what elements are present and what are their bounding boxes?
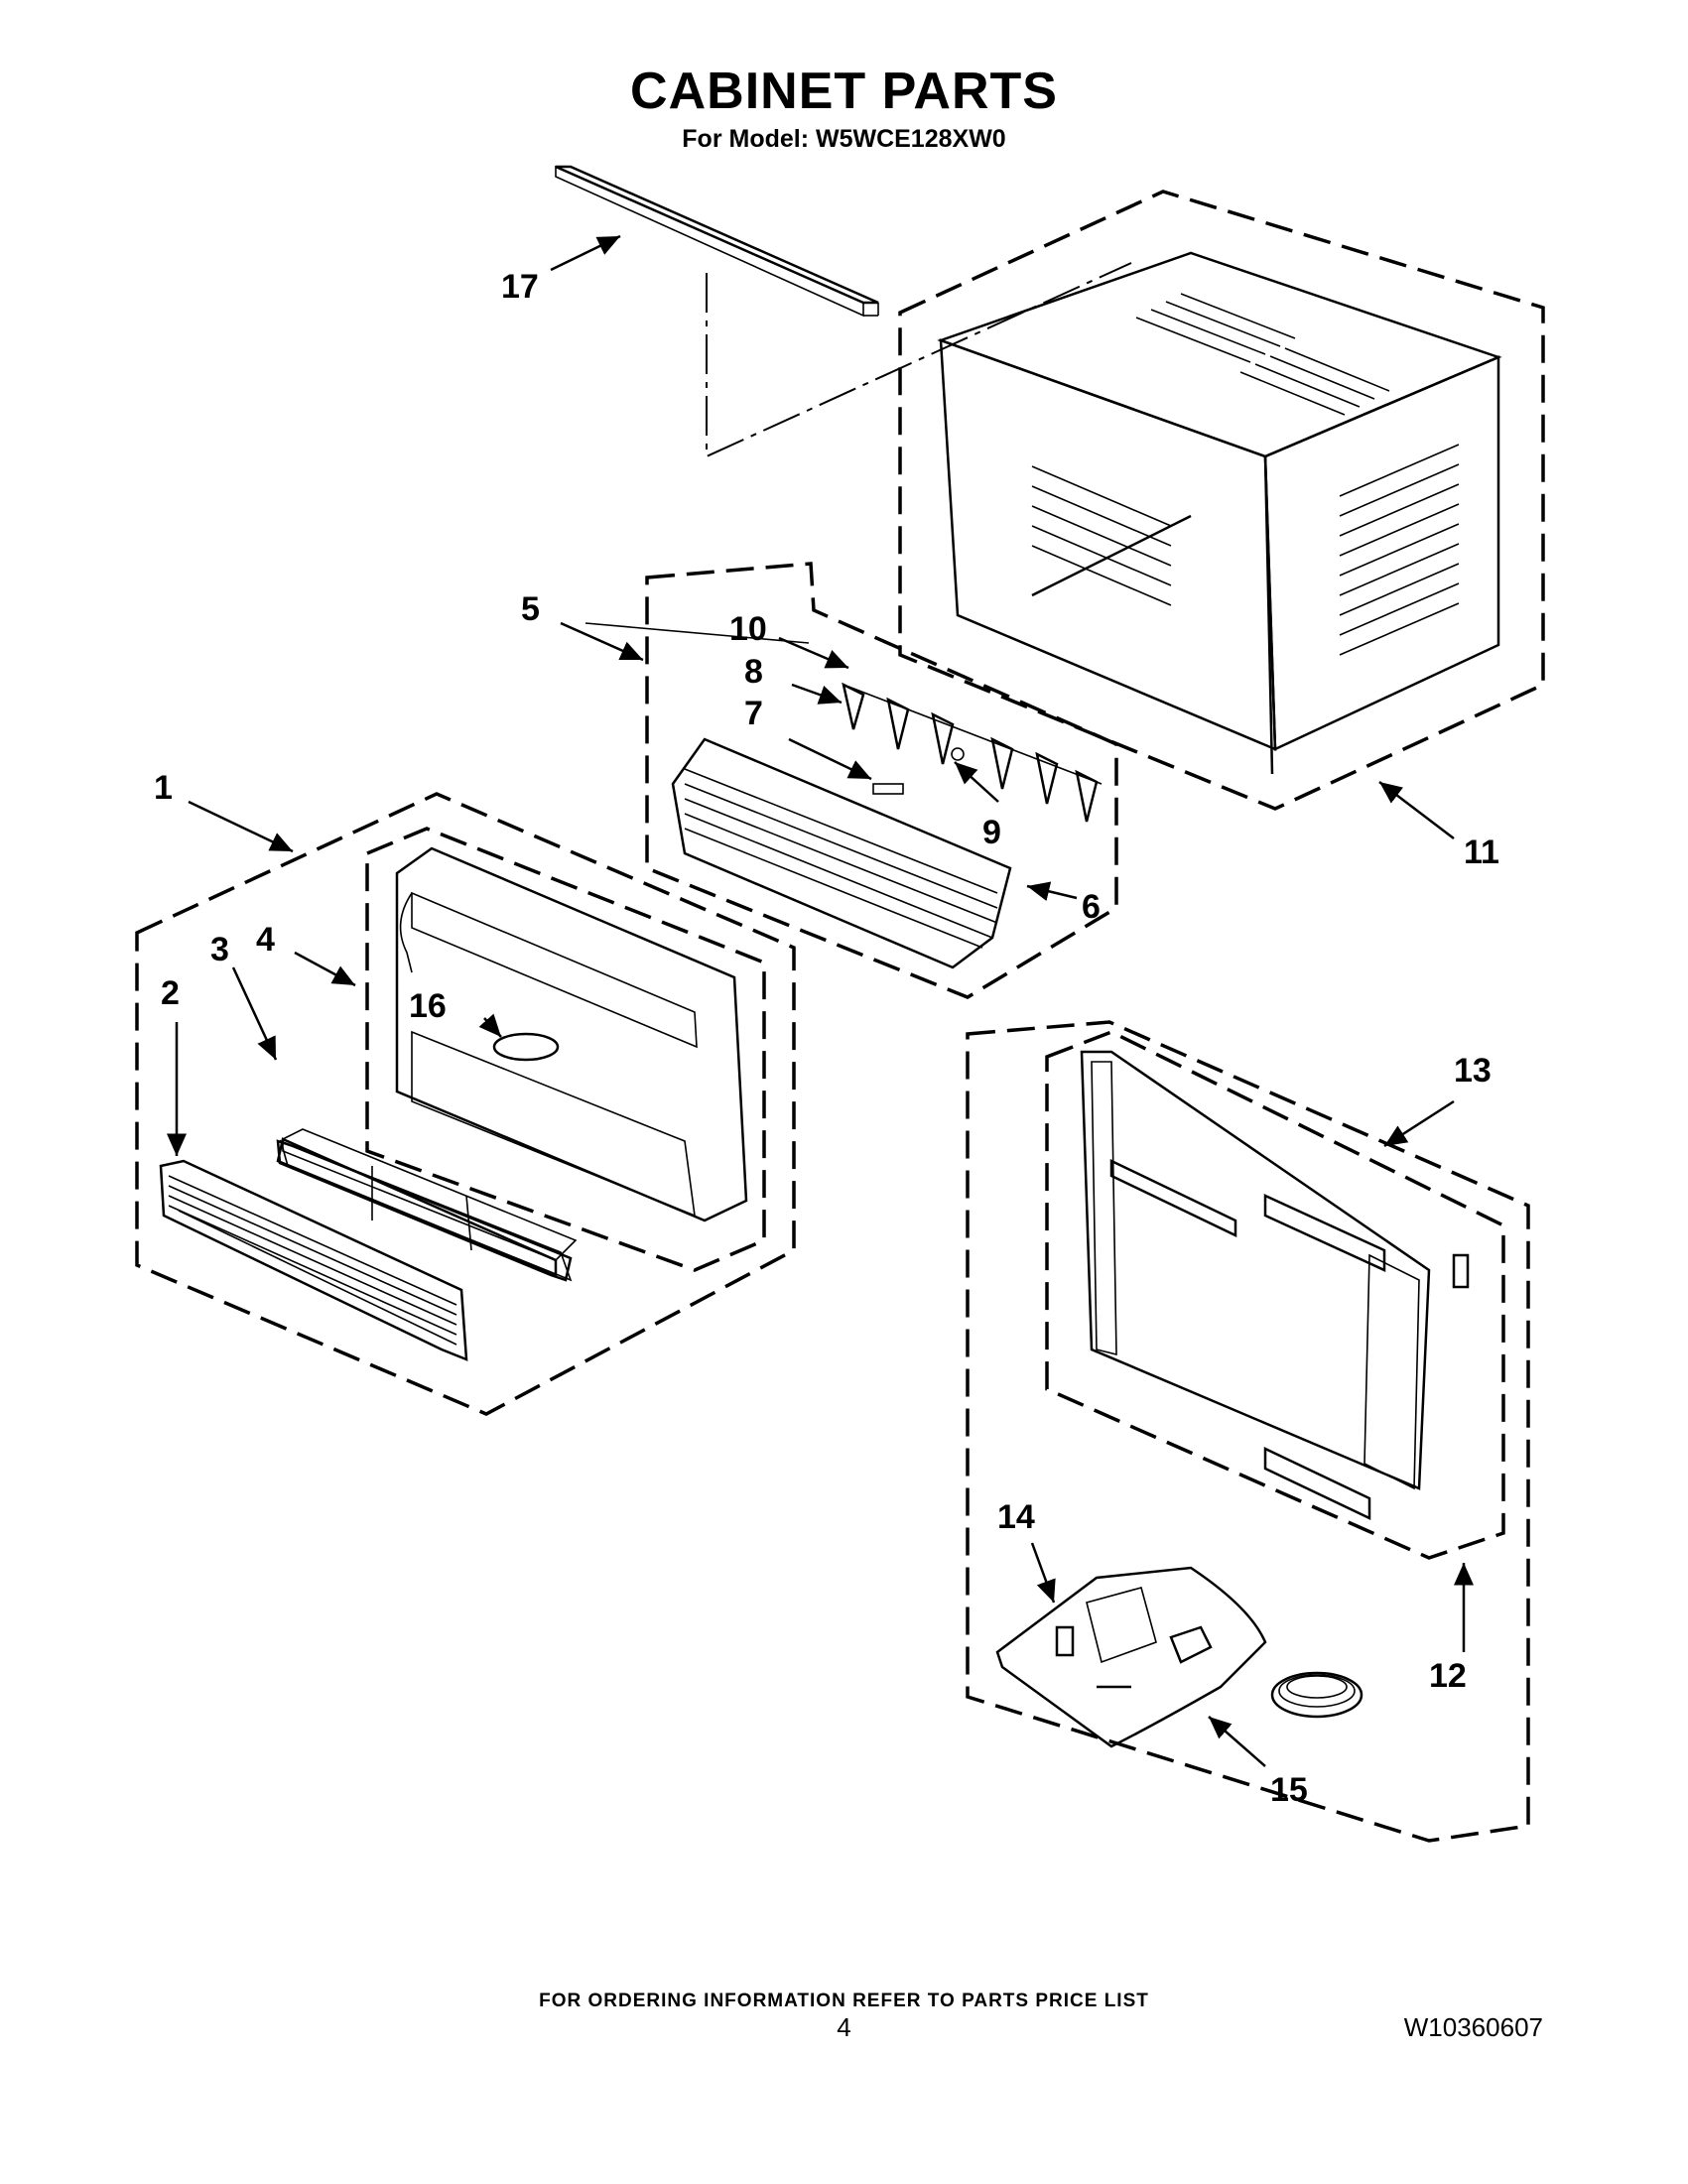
callout-11: 11 bbox=[1464, 834, 1499, 871]
strip-guide-line bbox=[706, 262, 1132, 458]
ordering-note: FOR ORDERING INFORMATION REFER TO PARTS … bbox=[539, 1991, 1149, 2011]
cabinet-group-boundary bbox=[898, 190, 1545, 811]
model-subtitle: For Model: W5WCE128XW0 bbox=[682, 125, 1006, 153]
side-panel-part bbox=[1080, 1050, 1470, 1520]
callout-7: 7 bbox=[744, 695, 763, 732]
callout-1: 1 bbox=[154, 769, 173, 807]
callout-5: 5 bbox=[521, 590, 540, 628]
callout-8: 8 bbox=[744, 653, 763, 691]
callout-2: 2 bbox=[161, 974, 180, 1012]
document-id: W10360607 bbox=[1403, 2012, 1543, 2042]
hardware-bag-part bbox=[995, 1566, 1267, 1748]
seal-foam-part bbox=[1270, 1671, 1363, 1719]
front-frame-group-boundary bbox=[365, 827, 766, 1272]
front-panel-part bbox=[395, 846, 748, 1222]
callout-6: 6 bbox=[1082, 888, 1101, 926]
callout-17: 17 bbox=[501, 268, 539, 306]
callout-9: 9 bbox=[982, 814, 1001, 851]
top-strip-part bbox=[555, 165, 879, 318]
louver-group-boundary bbox=[645, 562, 1118, 999]
callout-13: 13 bbox=[1454, 1052, 1492, 1090]
grille-part bbox=[159, 1159, 468, 1361]
callout-12: 12 bbox=[1429, 1657, 1467, 1695]
side-panel-group-boundary bbox=[1045, 1030, 1505, 1560]
cabinet-housing-part bbox=[937, 251, 1502, 775]
callout-10: 10 bbox=[729, 610, 767, 648]
louver-assembly-part bbox=[671, 682, 1103, 969]
callout-14: 14 bbox=[997, 1498, 1035, 1536]
page-title: CABINET PARTS bbox=[630, 63, 1058, 120]
window-kit-group-boundary bbox=[966, 1020, 1530, 1843]
front-panel-group-boundary bbox=[135, 792, 796, 1416]
callout-3: 3 bbox=[210, 931, 229, 968]
page-number: 4 bbox=[837, 2012, 851, 2042]
callout-16: 16 bbox=[409, 987, 447, 1025]
leader-arrows bbox=[167, 234, 1474, 1767]
filter-part bbox=[276, 1128, 578, 1282]
callout-4: 4 bbox=[256, 921, 275, 959]
callout-15: 15 bbox=[1270, 1771, 1308, 1809]
